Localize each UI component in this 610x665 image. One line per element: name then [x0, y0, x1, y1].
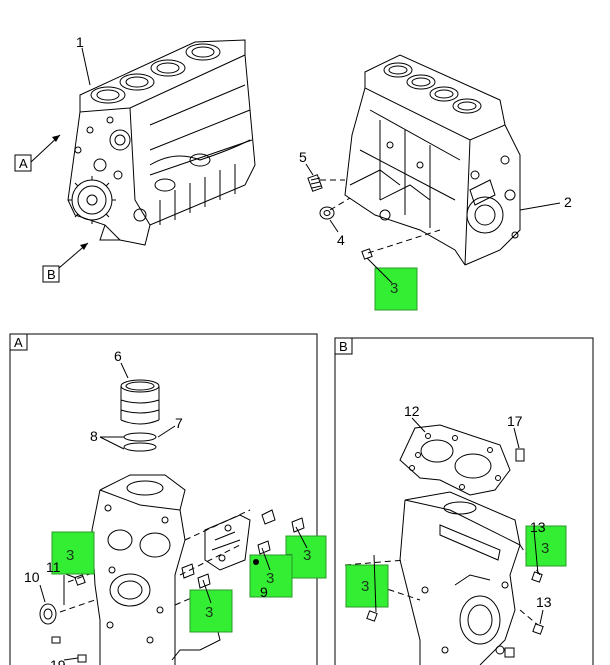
hotspot-label-3-a1: 3: [66, 547, 74, 564]
part-16-plug: [504, 647, 515, 658]
view-a-tag-box: [14, 154, 32, 172]
part-19-plug-2: [77, 654, 87, 663]
oil-pipe: [171, 619, 221, 661]
leader-line-12: [411, 417, 426, 433]
part-8-o-ring: [123, 442, 157, 452]
leader-line-3-a4: [202, 579, 212, 604]
callout-13-bottom[interactable]: 13: [536, 594, 552, 610]
panel-b-frame: [334, 337, 594, 665]
part-4-washer-hole: [323, 210, 331, 216]
leader-line-3-a2: [295, 526, 308, 549]
part-10-seal: [39, 603, 57, 625]
part-10-seal-inner: [43, 608, 53, 620]
hotspot-part-3-b2[interactable]: [345, 564, 389, 608]
callout-7[interactable]: 7: [175, 415, 183, 431]
view-b-tag[interactable]: B: [47, 267, 56, 282]
panel-a-tag: A: [14, 335, 23, 350]
leader-line-5: [305, 163, 314, 176]
callout-11[interactable]: 11: [46, 559, 61, 575]
part-6-cylinder-liner: [120, 379, 160, 425]
leader-line-1: [81, 47, 91, 86]
part-7-o-ring: [123, 432, 157, 442]
part-13-bolt-top: [531, 571, 543, 583]
view-b-tag-box: [42, 265, 60, 283]
engine-block-rear-view: [320, 54, 521, 266]
part-17-sleeve: [515, 448, 525, 462]
leader-line-8b: [99, 436, 125, 450]
hotspot-label-3-a4: 3: [205, 604, 213, 621]
leader-line-17: [513, 427, 520, 449]
panel-a-frame: [9, 333, 318, 665]
leader-line-7: [157, 425, 176, 438]
leader-line-2: [519, 202, 561, 211]
callout-12[interactable]: 12: [404, 403, 420, 419]
part-5-plug: [307, 174, 323, 192]
leader-line-4: [329, 219, 339, 233]
panel-a-tag-box: [9, 333, 28, 351]
part-11-dowel: [74, 574, 86, 586]
hotspot-label-3-a3: 3: [266, 570, 274, 587]
pump-bracket: [181, 509, 305, 589]
callout-5[interactable]: 5: [299, 149, 307, 165]
leader-line-3-overview: [366, 257, 393, 284]
leader-line-10: [39, 584, 46, 603]
part-12-head-gasket: [399, 424, 511, 496]
callout-10[interactable]: 10: [24, 569, 40, 585]
hotspot-part-3-a4[interactable]: [189, 589, 233, 633]
panel-b-tag: B: [339, 339, 348, 354]
leader-line-3-a3: [261, 547, 271, 571]
view-a-tag[interactable]: A: [19, 156, 28, 171]
hotspot-label-3-b2: 3: [361, 578, 369, 595]
part-19-plug: [51, 636, 61, 644]
panel-b-tag-box: [334, 337, 353, 355]
hotspot-label-3-overview: 3: [390, 280, 398, 297]
leader-line-19: [63, 657, 79, 661]
part-4-washer: [319, 206, 335, 220]
hotspot-part-3-a2[interactable]: [285, 535, 327, 579]
hotspot-label-3-b1: 3: [541, 540, 549, 557]
leader-line-13-bottom: [539, 609, 544, 625]
part-13-bolt-bottom: [532, 623, 544, 635]
callout-4[interactable]: 4: [337, 232, 345, 248]
engine-block-front-view: [67, 39, 256, 246]
view-a-arrowhead: [52, 135, 60, 142]
hotspot-label-3-a2: 3: [303, 547, 311, 564]
part-3-dowel-b: [366, 610, 378, 622]
hotspot-part-3-a1[interactable]: [51, 531, 95, 575]
leader-line-6: [120, 362, 129, 379]
callout-13-top[interactable]: 13: [530, 519, 546, 535]
callout-9[interactable]: 9: [260, 584, 268, 600]
callout-17[interactable]: 17: [507, 413, 523, 429]
callout-6[interactable]: 6: [114, 348, 122, 364]
hotspot-part-3-overview[interactable]: [374, 267, 418, 311]
callout-1[interactable]: 1: [76, 34, 84, 50]
callout-8[interactable]: 8: [90, 428, 98, 444]
part-9-pin-overlay: [253, 559, 259, 565]
part-3-dowel-overview: [361, 248, 373, 260]
leader-line-3-b2: [373, 554, 377, 613]
callout-2[interactable]: 2: [564, 194, 572, 210]
hotspot-part-3-b1[interactable]: [525, 525, 567, 567]
callout-19[interactable]: 19: [50, 657, 66, 665]
view-b-arrowhead: [80, 243, 88, 250]
leader-line-13-top: [533, 529, 539, 575]
